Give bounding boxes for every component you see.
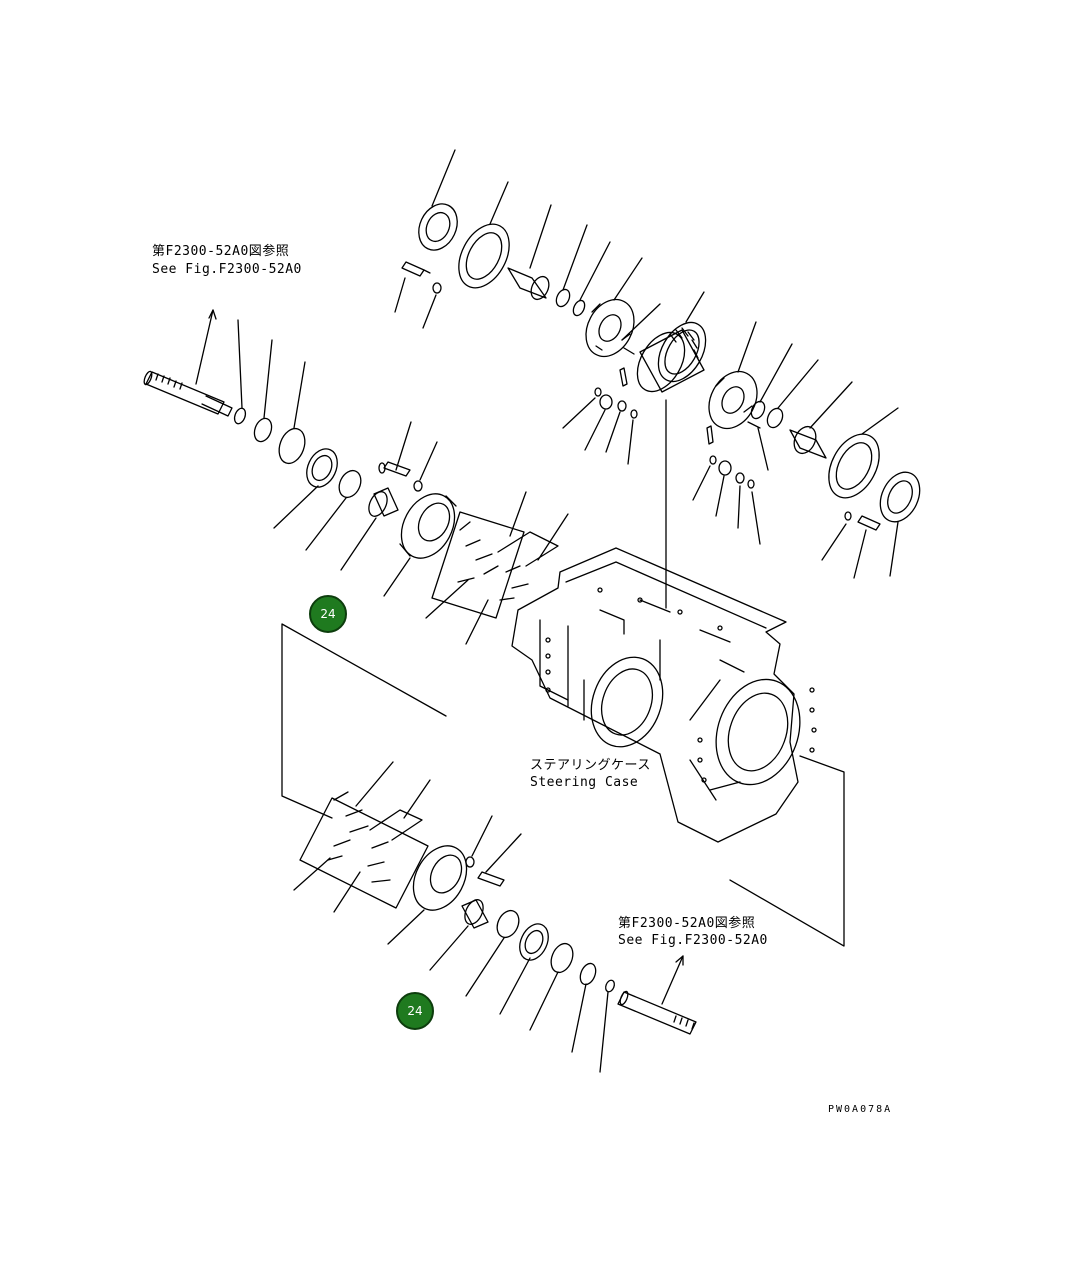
upper-parts-group xyxy=(394,149,921,579)
ref-bottom-line2: See Fig.F2300-52A0 xyxy=(618,933,768,948)
ref-top-line1: 第F2300-52A0図参照 xyxy=(152,244,290,259)
lower-parts-group xyxy=(293,761,697,1073)
ref-bottom-line1: 第F2300-52A0図参照 xyxy=(618,916,756,931)
left-upper-group xyxy=(143,309,569,645)
ref-top-line2: See Fig.F2300-52A0 xyxy=(152,262,302,277)
steering-case xyxy=(511,399,817,843)
callout-24-upper[interactable]: 24 xyxy=(309,595,347,633)
drawing-code: PW0A078A xyxy=(828,1104,893,1115)
bracket-left xyxy=(281,623,447,819)
bracket-right xyxy=(729,755,845,947)
case-label-en: Steering Case xyxy=(530,775,639,790)
callout-24-lower[interactable]: 24 xyxy=(396,992,434,1030)
case-label-ja: ステアリングケース xyxy=(530,758,651,773)
